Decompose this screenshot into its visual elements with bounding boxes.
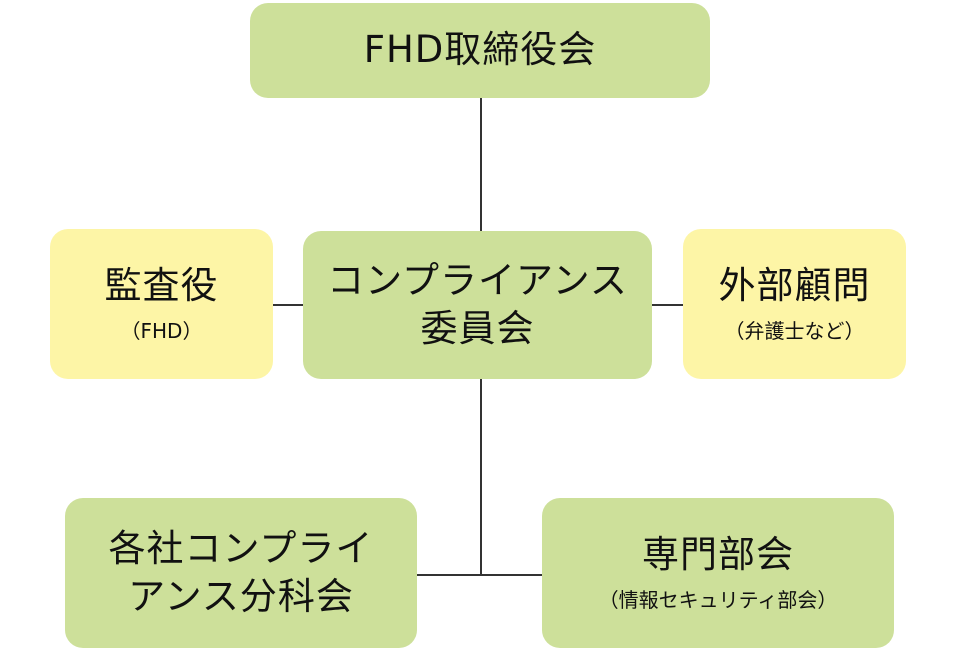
- external-advisor-node: 外部顧問 （弁護士など）: [683, 229, 906, 379]
- board-label: FHD取締役会: [363, 28, 597, 72]
- external-advisor-label: 外部顧問: [718, 263, 871, 307]
- connector-committee-to-advisor: [652, 304, 683, 306]
- auditor-sublabel: （FHD）: [120, 319, 203, 344]
- connector-committee-to-bottom: [480, 379, 482, 575]
- board-node: FHD取締役会: [250, 3, 710, 98]
- connector-board-to-committee: [480, 98, 482, 231]
- connector-bottom-branch: [417, 574, 542, 576]
- subcommittee-label: 各社コンプライ アンス分科会: [108, 526, 374, 618]
- compliance-committee-node: コンプライアンス 委員会: [303, 231, 652, 379]
- expert-committee-sublabel: （情報セキュリティ部会）: [598, 588, 838, 613]
- auditor-label: 監査役: [104, 263, 219, 307]
- expert-committee-node: 専門部会 （情報セキュリティ部会）: [542, 498, 894, 648]
- subcommittee-node: 各社コンプライ アンス分科会: [65, 498, 417, 648]
- expert-committee-label: 専門部会: [642, 532, 794, 576]
- connector-auditor-to-committee: [273, 304, 303, 306]
- auditor-node: 監査役 （FHD）: [50, 229, 273, 379]
- compliance-committee-label: コンプライアンス 委員会: [327, 258, 628, 350]
- external-advisor-sublabel: （弁護士など）: [724, 319, 865, 344]
